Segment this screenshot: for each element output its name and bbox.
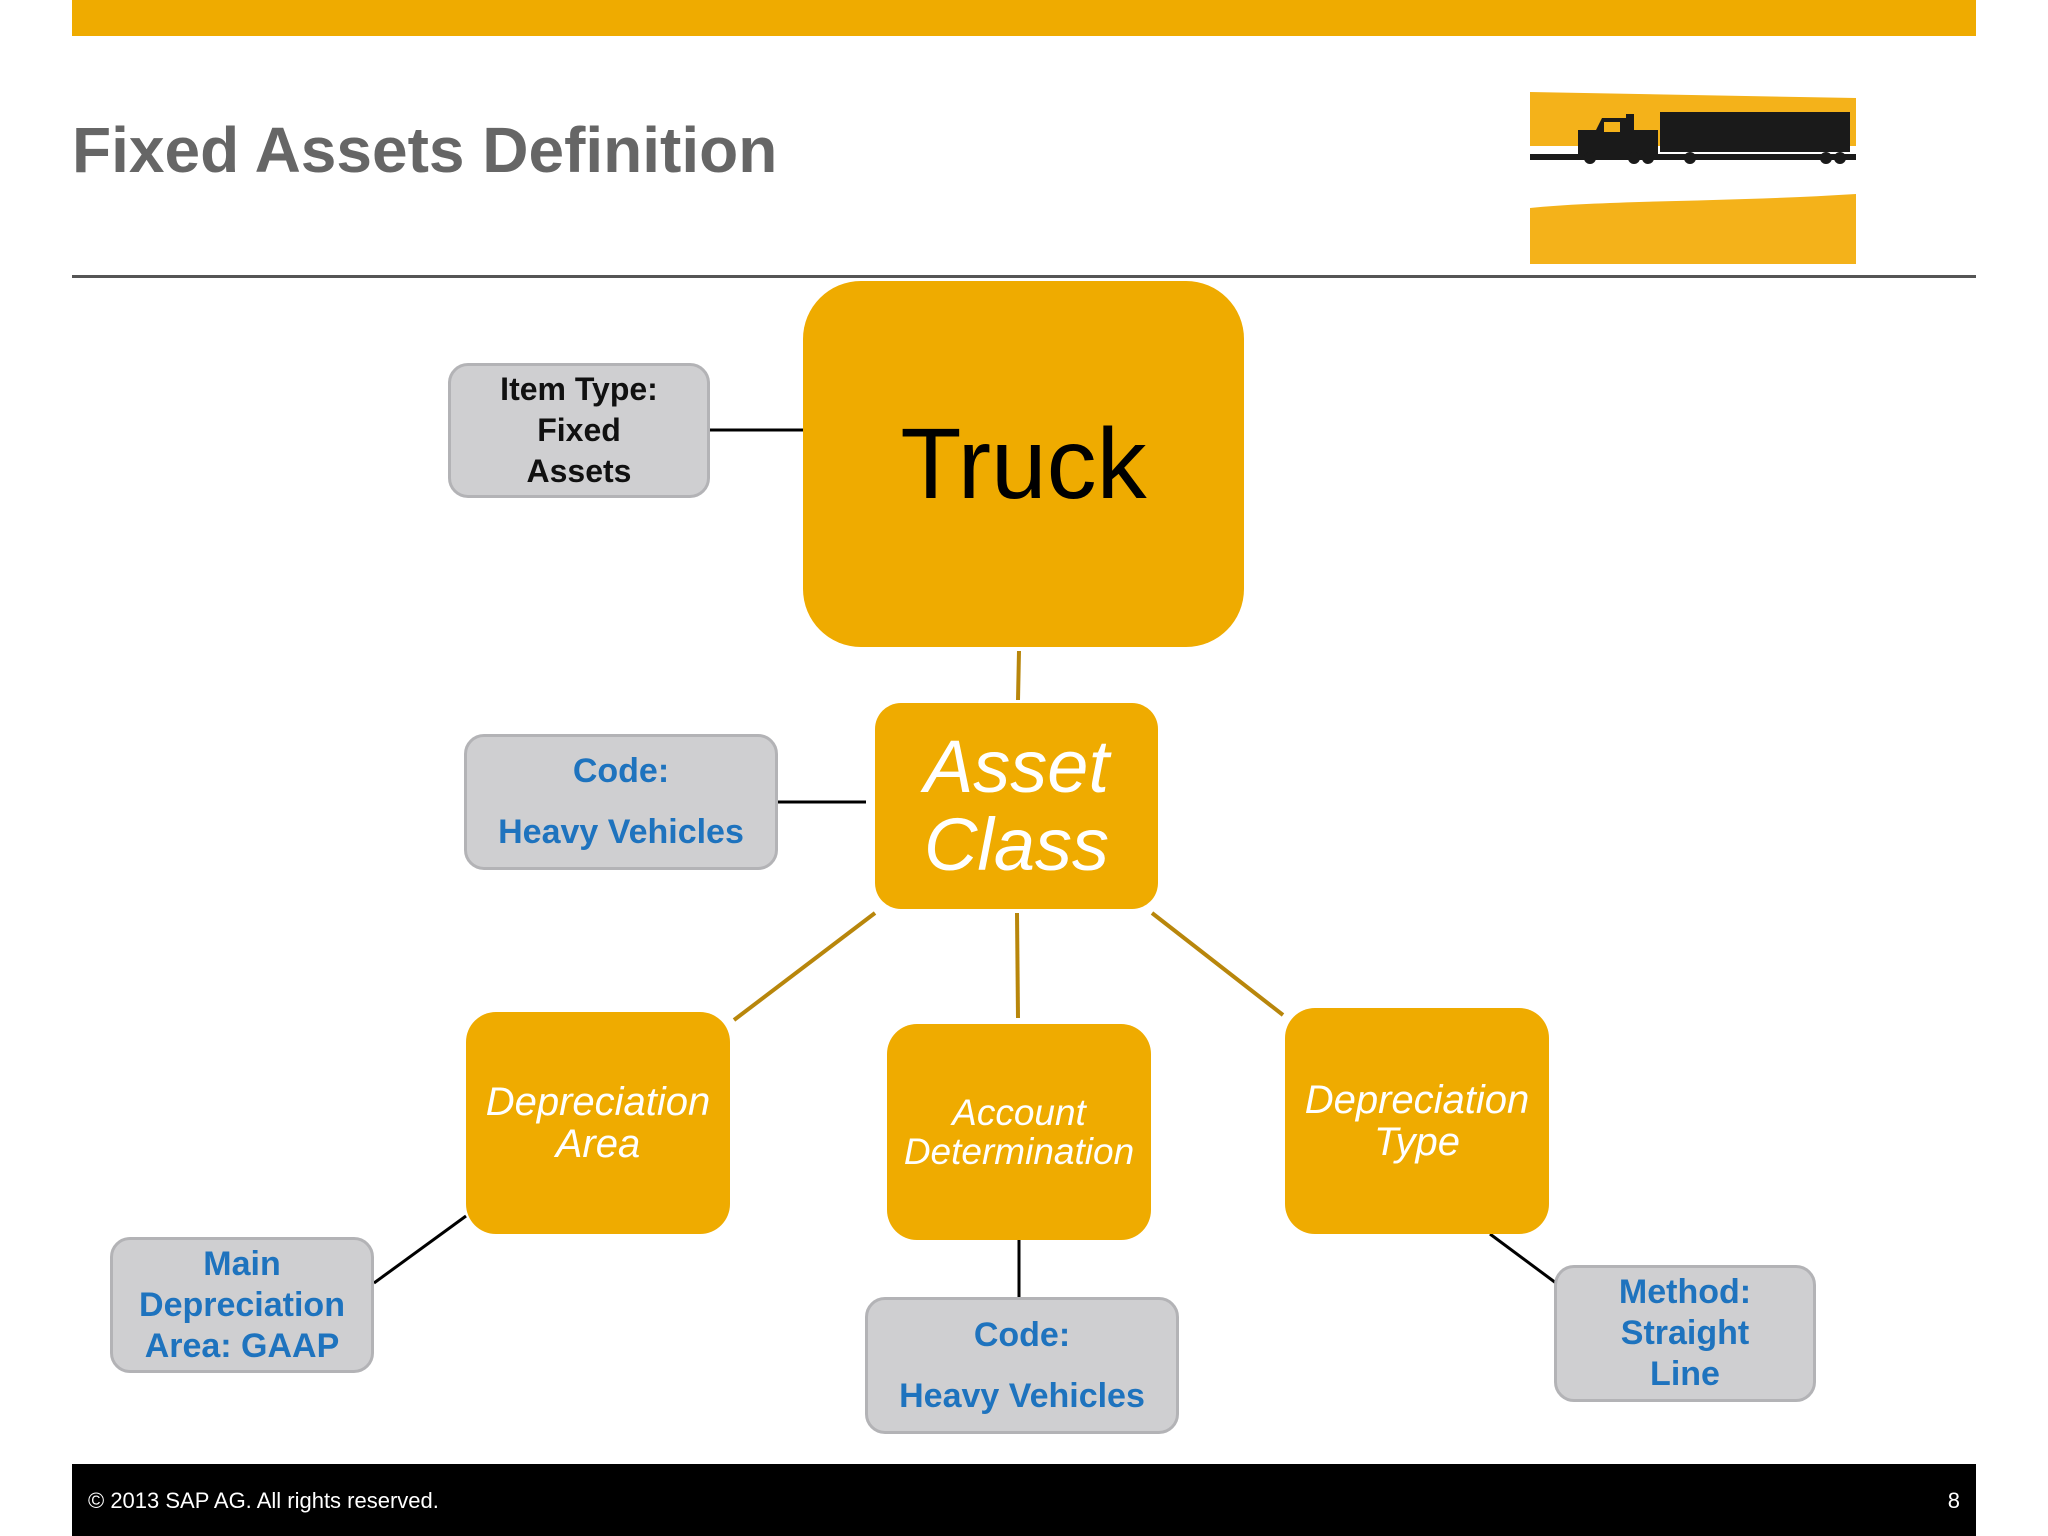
truck-logo-icon [1530, 90, 1856, 264]
main-depreciation-note-line2: Depreciation [139, 1285, 345, 1324]
asset-class-code-note-line1: Code: [572, 752, 670, 790]
account-code-note-line1: Code: [973, 1315, 1071, 1354]
account-code-note-line2: Heavy Vehicles [899, 1376, 1145, 1415]
footer-bar: © 2013 SAP AG. All rights reserved. 8 [72, 1464, 1976, 1536]
asset-class-label-line2: Class [923, 803, 1110, 886]
account-determination-label-line2: Determination [903, 1131, 1135, 1172]
item-type-note: Item Type: Fixed Assets [448, 363, 710, 498]
asset-class-node: Asset Class [875, 703, 1158, 909]
method-note-line3: Line [1650, 1355, 1720, 1393]
connector-dep-type-to-method-note [1489, 1232, 1557, 1285]
copyright-text: © 2013 SAP AG. All rights reserved. [88, 1488, 439, 1513]
connector-asset-class-to-account [1015, 912, 1020, 1019]
account-determination-node: Account Determination [887, 1024, 1151, 1240]
connector-dep-area-to-main-note [373, 1214, 467, 1285]
page-number: 8 [1947, 1488, 1960, 1513]
slide-title: Fixed Assets Definition [72, 114, 778, 186]
item-type-note-line3: Assets [526, 453, 632, 489]
method-note: Method: Straight Line [1554, 1265, 1816, 1402]
connector-asset-class-to-dep-area [732, 911, 877, 1022]
account-code-note: Code: Heavy Vehicles [865, 1297, 1179, 1434]
asset-class-code-note: Code: Heavy Vehicles [464, 734, 778, 870]
depreciation-type-node: Depreciation Type [1285, 1008, 1549, 1234]
truck-node: Truck [803, 281, 1244, 647]
main-depreciation-note-line1: Main [203, 1244, 281, 1283]
title-divider [72, 275, 1976, 278]
method-note-line1: Method: [1618, 1273, 1752, 1311]
asset-class-label-line1: Asset [923, 725, 1110, 808]
main-depreciation-note-line3: Area: GAAP [144, 1326, 340, 1365]
truck-node-label: Truck [900, 408, 1147, 520]
asset-class-code-note-line2: Heavy Vehicles [498, 813, 744, 851]
depreciation-area-label-line1: Depreciation [485, 1080, 711, 1124]
main-depreciation-area-note: Main Depreciation Area: GAAP [110, 1237, 374, 1373]
connector-truck-to-asset-class [1016, 650, 1021, 701]
top-accent-bar [72, 0, 1976, 36]
method-note-line2: Straight [1620, 1314, 1750, 1352]
depreciation-area-label-line2: Area [555, 1122, 641, 1166]
depreciation-area-node: Depreciation Area [466, 1012, 730, 1234]
depreciation-type-label-line2: Type [1374, 1120, 1460, 1164]
depreciation-type-label-line1: Depreciation [1304, 1078, 1530, 1122]
item-type-note-line1: Item Type: [500, 371, 658, 407]
account-determination-label-line1: Account [952, 1092, 1086, 1133]
connector-asset-class-to-dep-type [1150, 911, 1285, 1017]
item-type-note-line2: Fixed [537, 412, 621, 448]
